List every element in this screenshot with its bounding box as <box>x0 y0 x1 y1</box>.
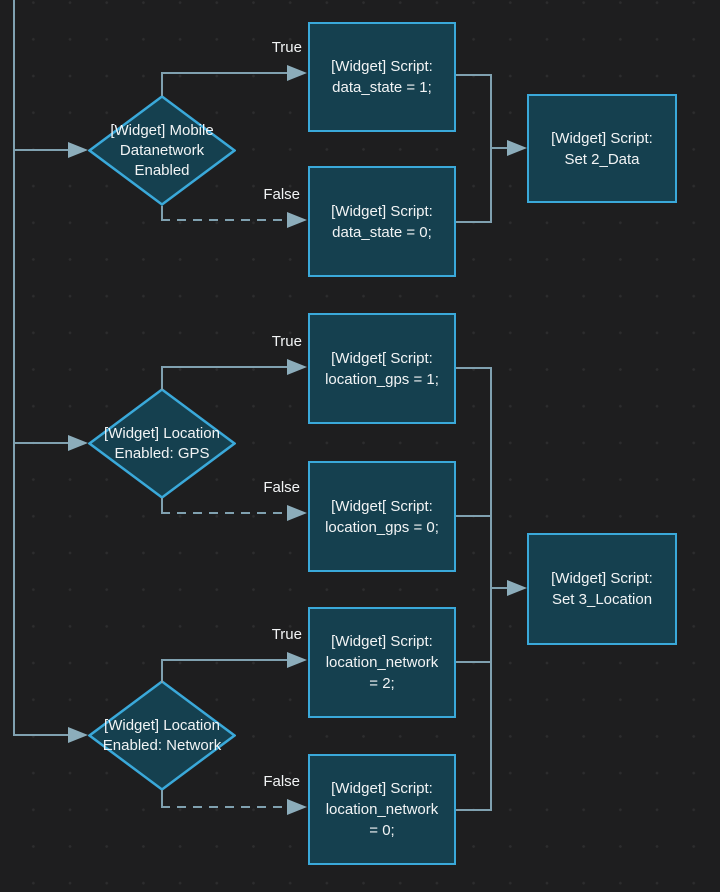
arrow-right-icon <box>287 652 307 668</box>
connector-mobile-true <box>161 72 287 74</box>
arrow-right-icon <box>287 505 307 521</box>
connector-network-false-stub <box>161 790 163 807</box>
edge-label-true: True <box>271 39 302 56</box>
process-set-2-data[interactable]: [Widget] Script: Set 2_Data <box>527 94 677 203</box>
connector-gps-true-stub <box>161 366 163 390</box>
decision-diamond-shape <box>88 95 236 206</box>
connector-mobile-false-dashed <box>161 219 287 221</box>
process-location-network-2[interactable]: [Widget] Script: location_network = 2; <box>308 607 456 718</box>
decision-diamond-shape <box>88 680 236 791</box>
arrow-right-icon <box>68 727 88 743</box>
decision-diamond-shape <box>88 388 236 499</box>
decision-label: [Widget] Location Enabled: Network <box>102 716 222 754</box>
decision-label: [Widget] Mobile Datanetwork Enabled <box>110 121 214 179</box>
arrow-right-icon <box>68 435 88 451</box>
connector-gps-true <box>161 366 287 368</box>
process-data-state-1[interactable]: [Widget] Script: data_state = 1; <box>308 22 456 132</box>
connector-mobile-false-stub <box>161 206 163 221</box>
arrow-right-icon <box>68 142 88 158</box>
connector-branch-network <box>13 734 70 736</box>
edge-label-false: False <box>263 479 300 496</box>
connector-trunk <box>13 0 15 736</box>
connector-branch-mobile <box>13 149 70 151</box>
process-location-network-0[interactable]: [Widget] Script: location_network = 0; <box>308 754 456 865</box>
connector-into-set2 <box>490 147 508 149</box>
edge-label-true: True <box>271 626 302 643</box>
process-location-gps-1[interactable]: [Widget[ Script: location_gps = 1; <box>308 313 456 424</box>
edge-label-false: False <box>263 773 300 790</box>
connector-mobile-true-stub <box>161 72 163 96</box>
arrow-right-icon <box>287 799 307 815</box>
arrow-right-icon <box>507 140 527 156</box>
arrow-right-icon <box>287 359 307 375</box>
decision-location-network[interactable]: [Widget] Location Enabled: Network <box>88 680 236 791</box>
connector-net2-out <box>456 661 492 663</box>
connector-gps-false-dashed <box>161 512 287 514</box>
edge-label-true: True <box>271 333 302 350</box>
connector-into-set3 <box>490 587 508 589</box>
decision-mobile-datanetwork[interactable]: [Widget] Mobile Datanetwork Enabled <box>88 95 236 206</box>
process-set-3-location[interactable]: [Widget] Script: Set 3_Location <box>527 533 677 645</box>
connector-gps0-out <box>456 515 492 517</box>
connector-data0-out <box>456 221 492 223</box>
arrow-right-icon <box>287 212 307 228</box>
connector-network-true-stub <box>161 659 163 683</box>
connector-branch-gps <box>13 442 70 444</box>
process-location-gps-0[interactable]: [Widget[ Script: location_gps = 0; <box>308 461 456 572</box>
connector-net0-out <box>456 809 492 811</box>
process-data-state-0[interactable]: [Widget] Script: data_state = 0; <box>308 166 456 277</box>
connector-gps1-out <box>456 367 492 369</box>
connector-merge-location <box>490 367 492 811</box>
arrow-right-icon <box>287 65 307 81</box>
decision-label: [Widget] Location Enabled: GPS <box>104 424 220 462</box>
edge-label-false: False <box>263 186 300 203</box>
connector-network-false-dashed <box>161 806 287 808</box>
connector-gps-false-stub <box>161 498 163 513</box>
connector-data1-out <box>456 74 492 76</box>
arrow-right-icon <box>507 580 527 596</box>
connector-network-true <box>161 659 287 661</box>
decision-location-gps[interactable]: [Widget] Location Enabled: GPS <box>88 388 236 499</box>
